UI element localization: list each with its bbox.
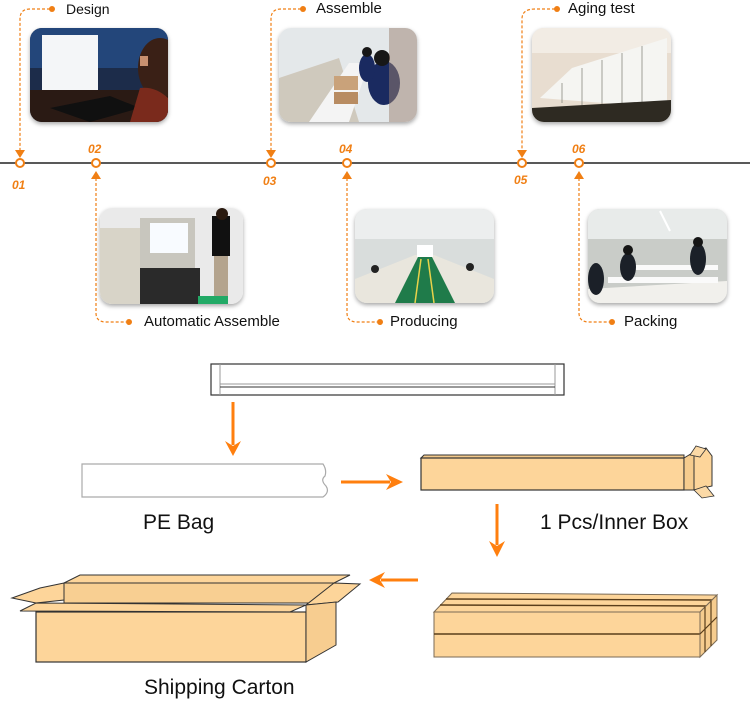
arrow-bundle-to-carton [369, 572, 418, 588]
arrow-down-step-05 [517, 150, 527, 158]
inner-box-drawing [419, 445, 715, 499]
led-fixture-drawing [210, 363, 565, 396]
step-01-number: 01 [12, 178, 26, 192]
connector-step-02 [95, 178, 126, 323]
connector-step-01 [19, 8, 50, 150]
connector-step-03 [270, 8, 301, 150]
node-step-05[interactable] [517, 158, 527, 168]
step-04-number: 04 [339, 142, 353, 156]
arrow-inner-box-to-bundle [489, 504, 505, 557]
node-step-01[interactable] [15, 158, 25, 168]
connector-step-06 [578, 178, 609, 323]
label-dot-step-03 [300, 6, 306, 12]
designer-at-computer-photo [30, 28, 168, 122]
step-05-label: Aging test [568, 0, 635, 17]
label-dot-step-05 [554, 6, 560, 12]
step-02-number: 02 [88, 142, 102, 156]
inner-box-bundle-drawing [432, 592, 719, 659]
arrow-down-step-01 [15, 150, 25, 158]
pe-bag-label: PE Bag [143, 511, 215, 534]
step-02-label: Automatic Assemble [144, 313, 280, 330]
inner-box-label: 1 Pcs/Inner Box [540, 511, 689, 534]
node-step-02[interactable] [91, 158, 101, 168]
label-dot-step-01 [49, 6, 55, 12]
arrow-up-step-02 [91, 171, 101, 179]
step-06-label: Packing [624, 313, 678, 330]
node-step-03[interactable] [266, 158, 276, 168]
packing-workers-photo [588, 209, 727, 303]
step-03-label: Assemble [316, 0, 382, 17]
node-step-04[interactable] [342, 158, 352, 168]
automatic-assembly-machine-photo [100, 208, 243, 304]
node-step-06[interactable] [574, 158, 584, 168]
step-06-number: 06 [572, 142, 586, 156]
production-floor-photo [355, 209, 494, 303]
arrow-bag-to-inner-box [341, 474, 403, 490]
step-05-number: 05 [514, 173, 528, 187]
arrow-down-step-03 [266, 150, 276, 158]
shipping-carton-drawing [10, 574, 362, 663]
connector-step-04 [346, 178, 377, 323]
arrow-up-step-06 [574, 171, 584, 179]
step-04-label: Producing [390, 313, 458, 330]
assembly-line-workers-photo [279, 28, 417, 122]
step-01-label: Design [66, 1, 110, 17]
shipping-carton-label: Shipping Carton [144, 676, 295, 699]
connector-step-05 [521, 8, 555, 150]
label-dot-step-02 [126, 319, 132, 325]
label-dot-step-06 [609, 319, 615, 325]
step-03-number: 03 [263, 174, 277, 188]
arrow-up-step-04 [342, 171, 352, 179]
label-dot-step-04 [377, 319, 383, 325]
pe-bag-drawing [81, 463, 329, 498]
arrow-fixture-to-bag [225, 402, 241, 456]
aging-test-rack-photo [532, 28, 671, 122]
